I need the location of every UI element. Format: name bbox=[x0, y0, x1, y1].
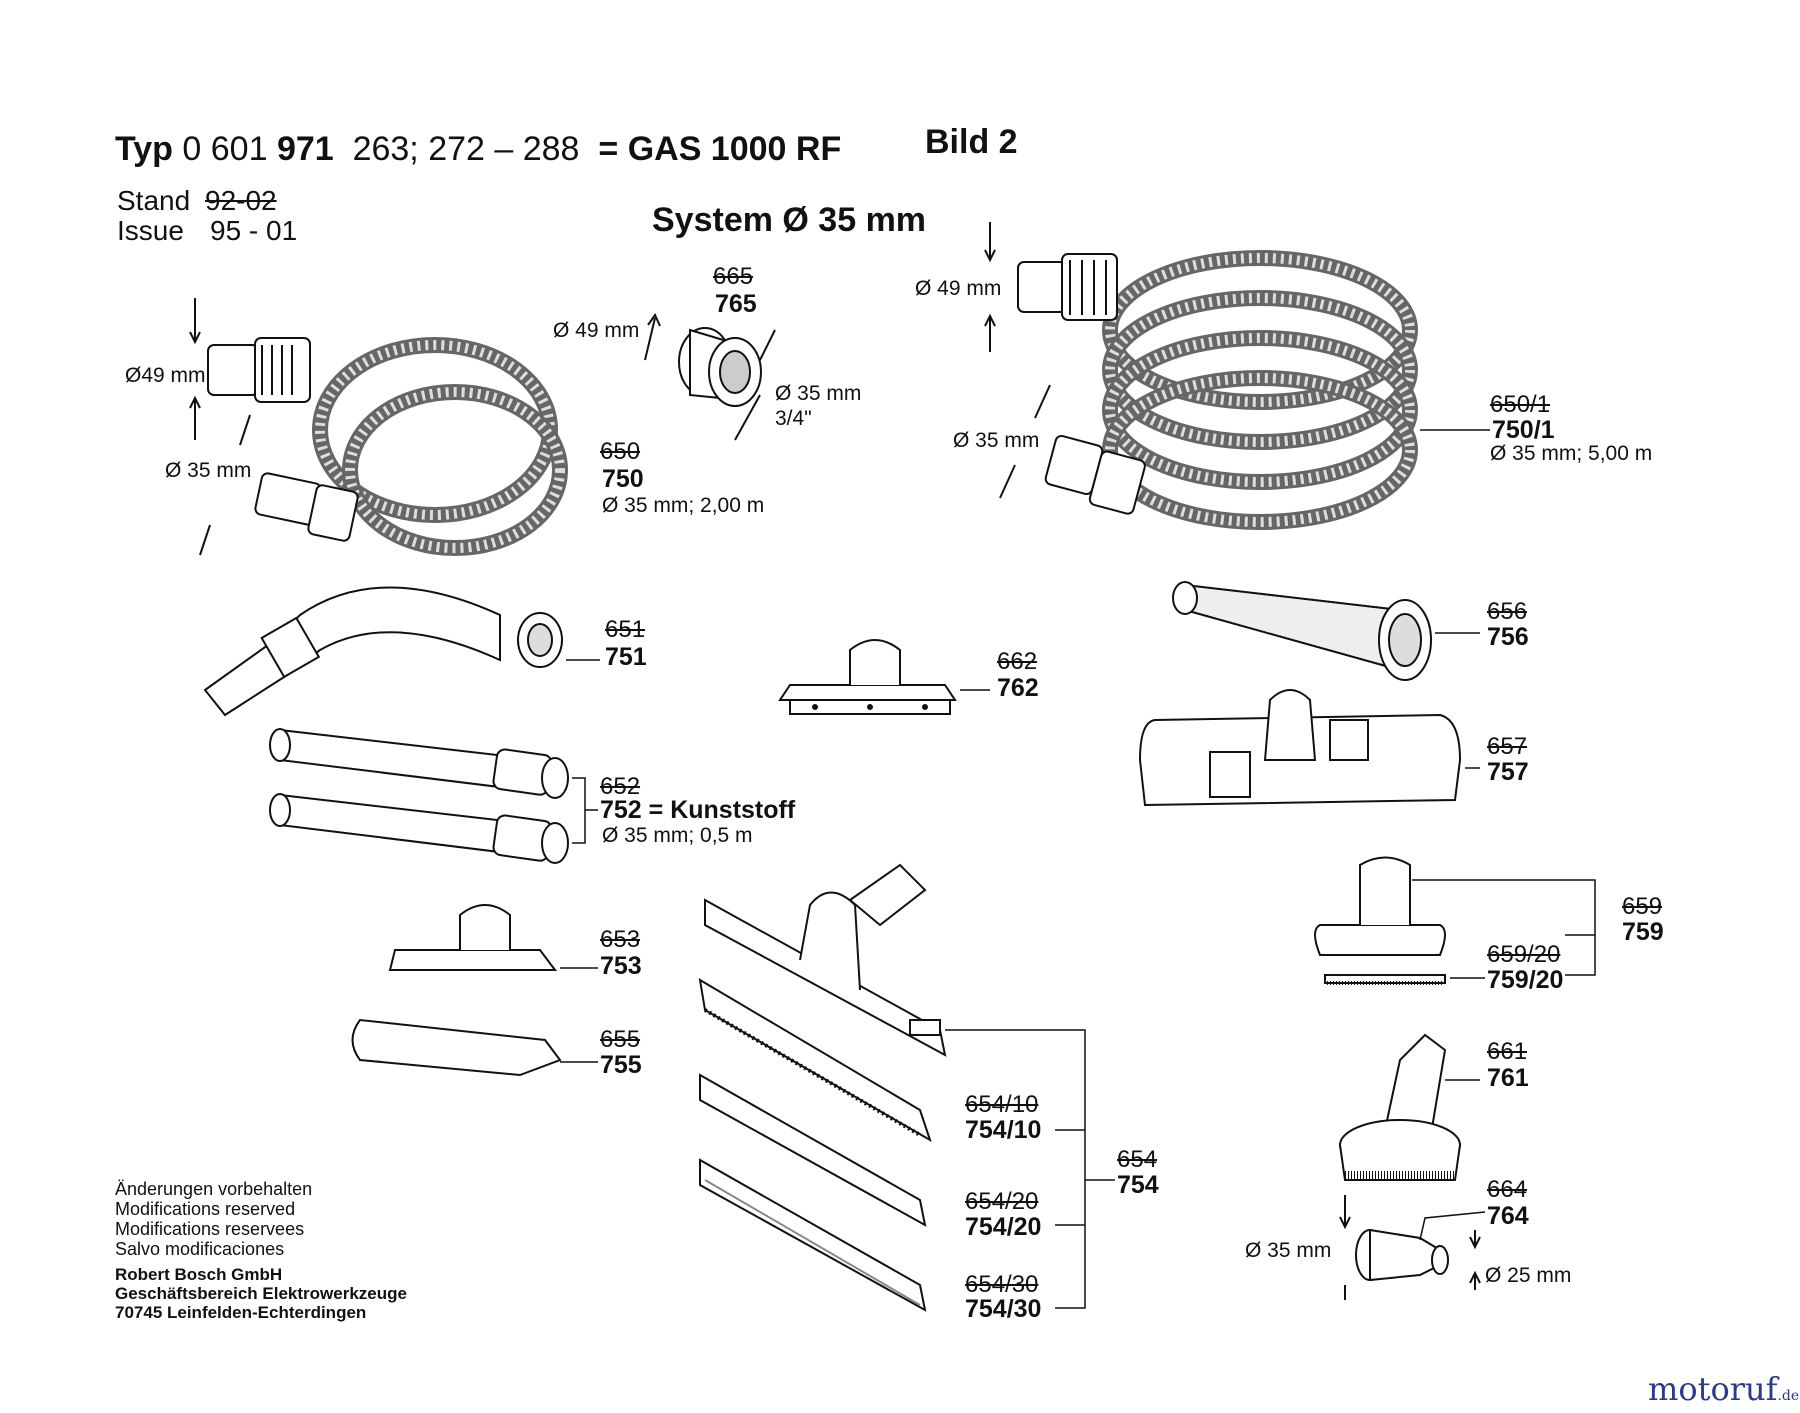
dim-764-25: Ø 25 mm bbox=[1485, 1264, 1572, 1287]
part-650-old: 650 bbox=[600, 438, 641, 465]
note-fr: Modifications reservees bbox=[115, 1219, 305, 1239]
issue-label: Issue bbox=[117, 215, 184, 246]
part-659-old: 659 bbox=[1622, 893, 1663, 920]
part-765: 765 bbox=[715, 290, 757, 318]
part-664-old: 664 bbox=[1487, 1176, 1528, 1203]
part-655-old: 655 bbox=[600, 1026, 641, 1053]
dim-750-1-35: Ø 35 mm bbox=[953, 429, 1040, 452]
part-756: 756 bbox=[1487, 623, 1529, 651]
bild-label: Bild 2 bbox=[925, 123, 1018, 161]
part-661-old: 661 bbox=[1487, 1038, 1528, 1065]
crevice-nozzle-755-drawing bbox=[351, 1018, 598, 1077]
nozzle-753-drawing bbox=[388, 904, 598, 971]
part-750-spec: Ø 35 mm; 2,00 m bbox=[602, 494, 765, 517]
typ-prefix: 0 601 bbox=[182, 130, 268, 168]
part-759: 759 bbox=[1622, 918, 1664, 946]
part-654-20-old: 654/20 bbox=[965, 1188, 1039, 1215]
watermark-suffix: .de bbox=[1777, 1388, 1800, 1404]
part-654-10-old: 654/10 bbox=[965, 1091, 1039, 1118]
part-665-old: 665 bbox=[713, 263, 754, 290]
watermark-logo[interactable]: motoruf.de bbox=[1648, 1370, 1799, 1408]
part-659-20-old: 659/20 bbox=[1487, 941, 1561, 968]
filter-756-drawing bbox=[1172, 581, 1480, 681]
note-de: Änderungen vorbehalten bbox=[115, 1179, 313, 1199]
part-662-old: 662 bbox=[997, 648, 1038, 675]
part-657-old: 657 bbox=[1487, 733, 1528, 760]
tubes-752-drawing bbox=[269, 728, 598, 864]
nozzle-759-drawing bbox=[1314, 856, 1596, 985]
part-656-old: 656 bbox=[1487, 598, 1528, 625]
adapter-765-drawing bbox=[644, 312, 776, 441]
dim-765-49: Ø 49 mm bbox=[553, 319, 640, 342]
company-address: 70745 Leinfelden-Echterdingen bbox=[115, 1303, 367, 1322]
dim-765-34: 3/4" bbox=[775, 407, 812, 430]
bent-tube-751-drawing bbox=[203, 586, 600, 717]
typ-variants: 263; 272 – 288 bbox=[352, 130, 580, 168]
issue-value: 95 - 01 bbox=[210, 215, 298, 246]
part-750-1: 750/1 bbox=[1492, 416, 1555, 444]
part-752: 752 = Kunststoff bbox=[600, 796, 796, 824]
dim-764-35: Ø 35 mm bbox=[1245, 1239, 1332, 1262]
part-757: 757 bbox=[1487, 758, 1529, 786]
dim-750-35: Ø 35 mm bbox=[165, 459, 252, 482]
reducer-764-drawing bbox=[1339, 1195, 1486, 1300]
hose-750-1-drawing bbox=[984, 222, 1490, 530]
part-753: 753 bbox=[600, 952, 642, 980]
part-754-30: 754/30 bbox=[965, 1295, 1042, 1323]
part-654-30-old: 654/30 bbox=[965, 1271, 1039, 1298]
company-name: Robert Bosch GmbH bbox=[115, 1265, 283, 1284]
part-651-old: 651 bbox=[605, 616, 646, 643]
part-650-1-old: 650/1 bbox=[1490, 391, 1551, 418]
note-en: Modifications reserved bbox=[115, 1199, 296, 1219]
header-line: Typ 0 601 971 263; 272 – 288 = GAS 1000 … bbox=[115, 132, 841, 166]
hose-750-drawing bbox=[189, 298, 568, 556]
system-title: System Ø 35 mm bbox=[652, 201, 927, 239]
part-754-20: 754/20 bbox=[965, 1213, 1042, 1241]
part-754-10: 754/10 bbox=[965, 1116, 1042, 1144]
dim-765-35: Ø 35 mm bbox=[775, 382, 862, 405]
stand-label: Stand bbox=[117, 185, 191, 216]
part-652-old: 652 bbox=[600, 773, 641, 800]
watermark-main: motoruf bbox=[1648, 1370, 1778, 1408]
part-759-20: 759/20 bbox=[1487, 966, 1564, 994]
part-764: 764 bbox=[1487, 1202, 1529, 1230]
equals-sign: = bbox=[598, 130, 619, 168]
stand-old-value: 92-02 bbox=[205, 185, 277, 216]
part-761: 761 bbox=[1487, 1064, 1529, 1092]
model-name: GAS 1000 RF bbox=[627, 130, 842, 168]
dim-750-49: Ø49 mm bbox=[125, 364, 206, 387]
typ-number: 971 bbox=[276, 130, 334, 168]
part-750-1-spec: Ø 35 mm; 5,00 m bbox=[1490, 442, 1653, 465]
nozzle-762-drawing bbox=[778, 639, 990, 715]
company-division: Geschäftsbereich Elektrowerkzeuge bbox=[115, 1284, 407, 1303]
part-750: 750 bbox=[602, 465, 644, 493]
dim-750-1-49: Ø 49 mm bbox=[915, 277, 1002, 300]
part-762: 762 bbox=[997, 674, 1039, 702]
typ-label: Typ bbox=[115, 130, 173, 168]
part-754: 754 bbox=[1117, 1171, 1159, 1199]
part-653-old: 653 bbox=[600, 926, 641, 953]
nozzle-754-drawing bbox=[698, 863, 1115, 1312]
part-654-old: 654 bbox=[1117, 1146, 1158, 1173]
brush-761-drawing bbox=[1339, 1033, 1480, 1181]
floor-nozzle-757-drawing bbox=[1138, 689, 1480, 807]
part-755: 755 bbox=[600, 1051, 642, 1079]
part-752-spec: Ø 35 mm; 0,5 m bbox=[602, 824, 753, 847]
part-751: 751 bbox=[605, 643, 647, 671]
note-es: Salvo modificaciones bbox=[115, 1239, 285, 1259]
